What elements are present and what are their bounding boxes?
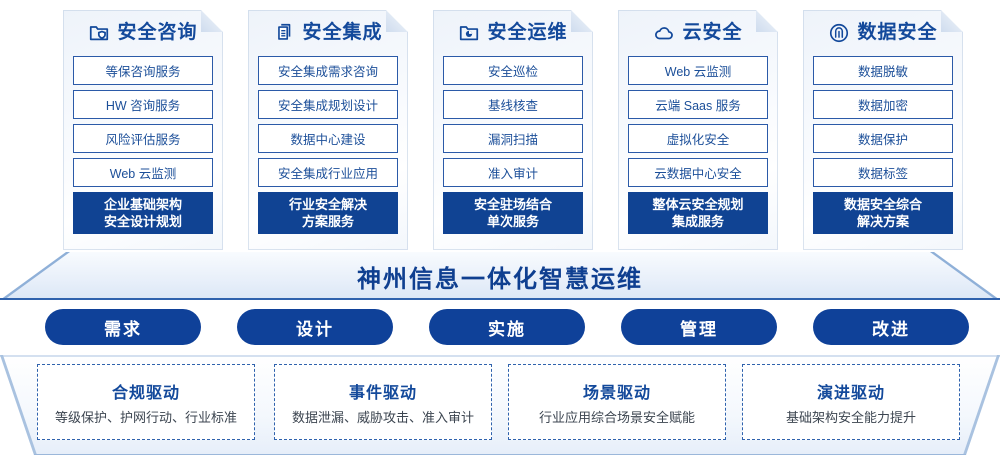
- card-highlight-line2: 安全设计规划: [103, 214, 182, 229]
- card-header: 数据安全: [813, 10, 953, 56]
- phase-pill-management[interactable]: 管理: [621, 309, 777, 345]
- documents-copy-icon: [273, 22, 295, 44]
- card-title: 云安全: [682, 22, 743, 43]
- card-title: 安全咨询: [117, 22, 198, 43]
- cloud-icon: [653, 22, 675, 44]
- card-highlight[interactable]: 行业安全解决 方案服务: [258, 192, 398, 234]
- phase-pill-improvement[interactable]: 改进: [813, 309, 969, 345]
- card-title: 安全集成: [302, 22, 383, 43]
- driver-subtitle: 行业应用综合场景安全赋能: [538, 409, 695, 425]
- card-highlight-line2: 解决方案: [856, 214, 909, 229]
- driver-box-evolution[interactable]: 演进驱动 基础架构安全能力提升: [742, 364, 960, 440]
- folder-shield-icon: [88, 22, 110, 44]
- card-item[interactable]: 数据加密: [813, 90, 953, 119]
- driver-title: 演进驱动: [816, 384, 885, 402]
- card-title: 数据安全: [857, 22, 938, 43]
- card-item[interactable]: 安全集成需求咨询: [258, 56, 398, 85]
- card-highlight[interactable]: 整体云安全规划 集成服务: [628, 192, 768, 234]
- card-item[interactable]: 虚拟化安全: [628, 124, 768, 153]
- card-item[interactable]: 基线核查: [443, 90, 583, 119]
- driver-box-scenario[interactable]: 场景驱动 行业应用综合场景安全赋能: [508, 364, 726, 440]
- phase-pill-implementation[interactable]: 实施: [429, 309, 585, 345]
- drivers-baseline: [34, 453, 966, 455]
- card-highlight-line1: 企业基础架构: [103, 197, 182, 212]
- card-item[interactable]: HW 咨询服务: [73, 90, 213, 119]
- card-item[interactable]: 风险评估服务: [73, 124, 213, 153]
- card-highlight-line1: 安全驻场结合: [473, 197, 552, 212]
- driver-subtitle: 等级保护、护网行动、行业标准: [54, 409, 237, 425]
- capability-card-data-security[interactable]: 数据安全 数据脱敏 数据加密 数据保护 数据标签 数据安全综合 解决方案: [803, 10, 963, 250]
- card-item[interactable]: 数据中心建设: [258, 124, 398, 153]
- card-highlight[interactable]: 企业基础架构 安全设计规划: [73, 192, 213, 234]
- card-item[interactable]: 安全集成规划设计: [258, 90, 398, 119]
- drivers-topline: [0, 355, 1000, 357]
- card-item[interactable]: 等保咨询服务: [73, 56, 213, 85]
- capability-card-security-operations[interactable]: 安全运维 安全巡检 基线核查 漏洞扫描 准入审计 安全驻场结合 单次服务: [433, 10, 593, 250]
- card-item[interactable]: 数据标签: [813, 158, 953, 187]
- driver-subtitle: 数据泄漏、威胁攻击、准入审计: [291, 409, 474, 425]
- driver-title: 合规驱动: [111, 384, 180, 402]
- banner-baseline: [0, 298, 1000, 300]
- card-highlight-line1: 数据安全综合: [843, 197, 922, 212]
- card-header: 安全集成: [258, 10, 398, 56]
- driver-box-compliance[interactable]: 合规驱动 等级保护、护网行动、行业标准: [37, 364, 255, 440]
- driver-box-incident[interactable]: 事件驱动 数据泄漏、威胁攻击、准入审计: [274, 364, 492, 440]
- phase-pill-requirements[interactable]: 需求: [45, 309, 201, 345]
- card-highlight-line2: 单次服务: [486, 214, 539, 229]
- card-title: 安全运维: [487, 22, 568, 43]
- card-highlight-line1: 行业安全解决: [288, 197, 367, 212]
- phase-pill-design[interactable]: 设计: [237, 309, 393, 345]
- card-header: 云安全: [628, 10, 768, 56]
- card-item[interactable]: 安全巡检: [443, 56, 583, 85]
- card-item[interactable]: Web 云监测: [73, 158, 213, 187]
- banner-title: 神州信息一体化智慧运维: [357, 265, 643, 293]
- driver-subtitle: 基础架构安全能力提升: [785, 409, 916, 425]
- card-item[interactable]: 数据保护: [813, 124, 953, 153]
- card-item[interactable]: 云数据中心安全: [628, 158, 768, 187]
- card-header: 安全咨询: [73, 10, 213, 56]
- capability-cards: 安全咨询 等保咨询服务 HW 咨询服务 风险评估服务 Web 云监测 企业基础架…: [0, 0, 1000, 255]
- card-item[interactable]: 数据脱敏: [813, 56, 953, 85]
- card-highlight-line2: 集成服务: [671, 214, 724, 229]
- card-item[interactable]: 云端 Saas 服务: [628, 90, 768, 119]
- card-highlight-line2: 方案服务: [301, 214, 354, 229]
- platform-banner: 神州信息一体化智慧运维: [0, 252, 1000, 300]
- driver-title: 场景驱动: [582, 384, 651, 402]
- drivers-section: 合规驱动 等级保护、护网行动、行业标准 事件驱动 数据泄漏、威胁攻击、准入审计 …: [0, 355, 1000, 455]
- card-highlight[interactable]: 数据安全综合 解决方案: [813, 192, 953, 234]
- capability-card-security-integration[interactable]: 安全集成 安全集成需求咨询 安全集成规划设计 数据中心建设 安全集成行业应用 行…: [248, 10, 408, 250]
- card-item[interactable]: 准入审计: [443, 158, 583, 187]
- banner-shape: [0, 252, 1000, 300]
- card-highlight[interactable]: 安全驻场结合 单次服务: [443, 192, 583, 234]
- card-item[interactable]: 漏洞扫描: [443, 124, 583, 153]
- folder-chart-icon: [458, 22, 480, 44]
- capability-card-cloud-security[interactable]: 云安全 Web 云监测 云端 Saas 服务 虚拟化安全 云数据中心安全 整体云…: [618, 10, 778, 250]
- driver-title: 事件驱动: [348, 384, 417, 402]
- card-item[interactable]: 安全集成行业应用: [258, 158, 398, 187]
- lifecycle-phases: 需求 设计 实施 管理 改进: [0, 309, 1000, 349]
- card-header: 安全运维: [443, 10, 583, 56]
- fingerprint-icon: [828, 22, 850, 44]
- card-item[interactable]: Web 云监测: [628, 56, 768, 85]
- capability-card-security-consulting[interactable]: 安全咨询 等保咨询服务 HW 咨询服务 风险评估服务 Web 云监测 企业基础架…: [63, 10, 223, 250]
- card-highlight-line1: 整体云安全规划: [652, 197, 744, 212]
